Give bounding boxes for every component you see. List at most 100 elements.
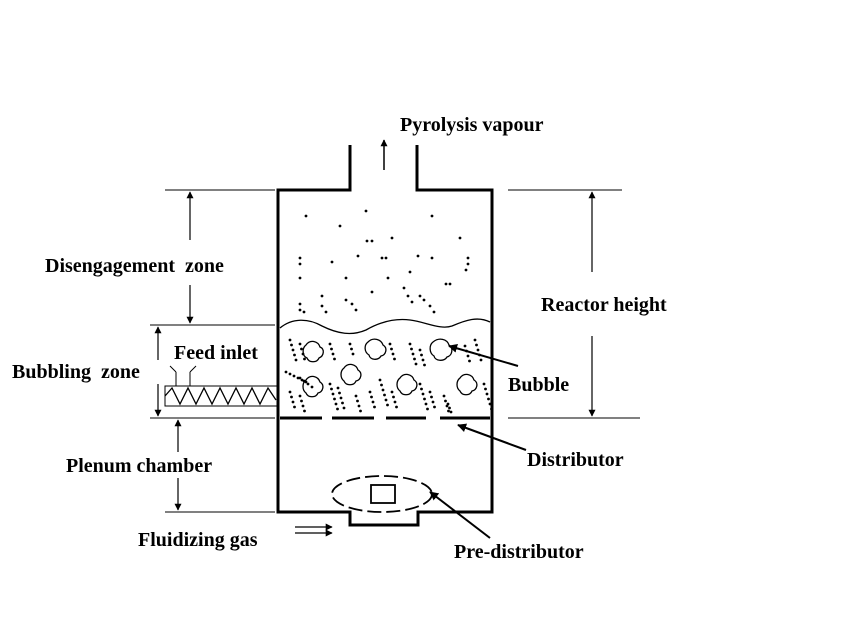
particle-dot (341, 401, 344, 405)
particle-dot (420, 353, 423, 357)
particle-dot (426, 407, 429, 411)
particle-dot (293, 405, 296, 409)
particle-dot (482, 382, 486, 386)
particle-dot (466, 262, 470, 266)
particle-dot (442, 394, 446, 398)
particle-dot (336, 386, 340, 390)
particle-dot (464, 268, 468, 272)
particle-dot (306, 382, 310, 386)
particle-dot (354, 394, 358, 398)
particle-dot (433, 405, 436, 409)
particle-dot (301, 352, 305, 356)
particle-dot (395, 405, 398, 409)
particle-dot (298, 276, 302, 280)
particle-dot (298, 342, 302, 346)
pre-distributor-leader-arrow (429, 491, 491, 539)
particle-dot (414, 362, 418, 366)
particle-dot (390, 236, 394, 240)
particle-dot (298, 262, 302, 266)
particle-dot (378, 378, 382, 382)
particle-dot (421, 392, 425, 396)
particle-dot (351, 352, 355, 356)
particle-dot (330, 387, 333, 391)
particle-dot (466, 256, 470, 260)
particles (284, 209, 493, 414)
particle-dot (373, 405, 376, 409)
particle-dot (488, 402, 492, 406)
particle-dot (430, 256, 434, 260)
bubbling-zone-label: Bubbling zone (12, 361, 140, 383)
particle-dot (386, 403, 389, 407)
particle-dot (424, 402, 428, 406)
particle-dot (371, 400, 375, 404)
bubble-7 (456, 373, 478, 396)
particle-dot (298, 376, 302, 380)
particle-dot (356, 254, 360, 258)
particle-dot (444, 399, 447, 403)
particle-dot (490, 407, 493, 411)
particle-dot (370, 395, 373, 399)
particle-dot (304, 214, 308, 218)
bed-surface (279, 318, 491, 335)
particle-dot (298, 308, 302, 312)
particle-dot (410, 300, 414, 304)
particle-dot (386, 276, 390, 280)
particle-dot (449, 410, 453, 414)
particle-dot (428, 390, 432, 394)
particle-dot (384, 256, 388, 260)
particle-dot (338, 391, 341, 395)
particle-dot (468, 359, 471, 363)
right-dimensions (508, 189, 640, 419)
particle-dot (333, 357, 336, 361)
particle-dot (402, 286, 406, 290)
particle-dot (393, 400, 397, 404)
particle-dot (384, 398, 388, 402)
particle-dot (422, 298, 426, 302)
particle-dot (364, 209, 368, 213)
pyrolysis-vapour-label: Pyrolysis vapour (400, 114, 544, 136)
particle-dot (301, 404, 305, 408)
reactor-top-wall (276, 145, 494, 527)
left-dimensions (150, 189, 275, 513)
particle-dot (487, 397, 490, 401)
distributor-label: Distributor (527, 449, 624, 471)
particle-dot (418, 348, 422, 352)
particle-dot (432, 310, 436, 314)
particle-dot (310, 385, 314, 389)
particle-dot (324, 310, 328, 314)
particle-dot (416, 254, 420, 258)
particle-dot (298, 302, 302, 306)
particle-dot (365, 239, 369, 243)
particle-dot (291, 348, 295, 352)
bubble-label: Bubble (508, 374, 569, 396)
particle-dot (290, 343, 293, 347)
particle-dot (348, 342, 352, 346)
particle-dot (484, 387, 487, 391)
particle-dot (293, 353, 296, 357)
particle-dot (292, 374, 296, 378)
particle-dot (393, 357, 396, 361)
bubbles (302, 338, 478, 398)
particle-dot (423, 363, 426, 367)
particle-dot (298, 256, 302, 260)
particle-dot (448, 406, 451, 410)
particle-dot (479, 358, 483, 362)
particle-dot (354, 308, 358, 312)
particle-dot (383, 393, 386, 397)
particle-dot (357, 404, 361, 408)
particle-dot (331, 392, 335, 396)
particle-dot (284, 370, 288, 374)
bubble-2 (364, 338, 387, 360)
particle-dot (288, 390, 292, 394)
particle-dot (302, 310, 306, 314)
particle-dot (411, 352, 415, 356)
particle-dot (447, 409, 450, 413)
particle-dot (475, 343, 478, 347)
particle-dot (328, 382, 332, 386)
particle-dot (428, 304, 432, 308)
particle-dot (344, 276, 348, 280)
particle-dot (485, 392, 489, 396)
particle-dot (390, 347, 393, 351)
particle-dot (410, 347, 413, 351)
